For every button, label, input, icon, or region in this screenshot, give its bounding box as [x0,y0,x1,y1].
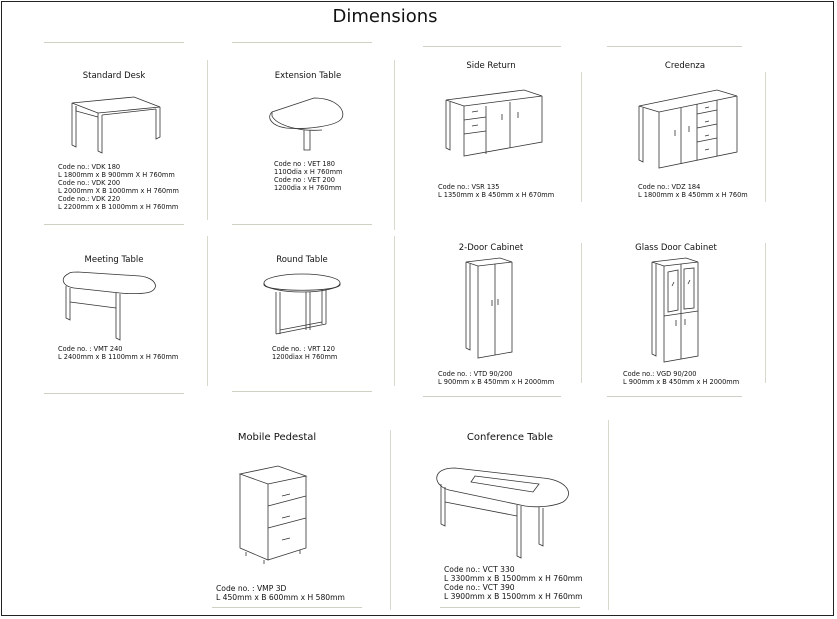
spec-list-side-return: Code no.: VSR 135 L 1350mm x B 450mm x H… [438,183,554,199]
spec-line: Code no. : VRT 120 [272,345,335,353]
side-return-illustration [444,86,544,158]
divider [44,393,184,394]
spec-line: L 2200mm x B 1000mm x H 760mm [58,203,179,212]
spec-list-extension-table: Code no : VET 180 110Odia x H 760mm Code… [274,160,342,192]
product-title-side-return: Side Return [466,61,516,71]
spec-line: L 900mm x B 450mm x H 2000mm [623,378,740,387]
spec-list-conference-table: Code no.: VCT 330 L 3300mm x B 1500mm x … [444,565,583,601]
spec-line: L 2000mm X B 1000mm x H 760mm [58,187,179,196]
divider [44,224,184,225]
divider [581,72,582,202]
spec-line: Code no : VET 180 [274,160,335,168]
spec-line: L 1800mm x B 450mm x H 760m [638,191,748,200]
spec-line: L 450mm x B 600mm x H 580mm [216,593,345,602]
extension-table-illustration [266,94,348,152]
conference-table-illustration [435,464,575,560]
divider [232,224,372,225]
divider [607,46,742,47]
divider [394,236,395,386]
product-title-extension-table: Extension Table [274,71,342,81]
spec-line: L 1800mm x B 900mm X H 760mm [58,171,175,180]
spec-line: L 900mm x B 450mm x H 2000mm [438,378,555,387]
divider [423,46,561,47]
spec-line: 1200diax H 760mm [272,353,338,362]
spec-list-two-door-cabinet: Code no. : VTD 90/200 L 900mm x B 450mm … [438,370,554,386]
divider [440,607,580,608]
spec-line: Code no.: VDK 200 [58,179,121,188]
spec-line: Code no.: VCT 330 [444,565,515,574]
divider [608,420,609,610]
spec-line: 1200dia x H 760mm [274,184,342,193]
spec-line: Code no.: VDK 180 [58,163,121,171]
spec-list-credenza: Code no.: VDZ 184 L 1800mm x B 450mm x H… [638,183,748,199]
spec-line: L 2400mm x B 1100mm x H 760mm [58,353,179,362]
divider [232,42,372,43]
divider [207,60,208,220]
spec-list-meeting-table: Code no. : VMT 240 L 2400mm x B 1100mm x… [58,345,178,361]
spec-list-standard-desk: Code no.: VDK 180 L 1800mm x B 900mm X H… [58,163,179,212]
spec-line: L 3300mm x B 1500mm x H 760mm [444,574,583,583]
spec-line: Code no : VET 200 [274,176,335,185]
glass-door-cabinet-illustration [650,256,702,364]
meeting-table-illustration [60,268,160,340]
product-title-glass-door-cabinet: Glass Door Cabinet [635,243,717,253]
page-title: Dimensions [332,6,438,27]
spec-list-glass-door-cabinet: Code no.: VGD 90/200 L 900mm x B 450mm x… [623,370,739,386]
product-title-two-door-cabinet: 2-Door Cabinet [458,243,524,253]
product-title-standard-desk: Standard Desk [82,71,146,81]
spec-list-round-table: Code no. : VRT 120 1200diax H 760mm [272,345,337,361]
spec-line: Code no.: VSR 135 [438,183,500,191]
divider [423,396,561,397]
spec-line: 110Odia x H 760mm [274,168,343,177]
spec-line: Code no.: VDK 220 [58,195,121,204]
divider [581,243,582,383]
spec-line: L 1350mm x B 450mm x H 670mm [438,191,555,200]
spec-list-mobile-pedestal: Code no. : VMP 3D L 450mm x B 600mm x H … [216,584,345,602]
divider [212,607,362,608]
spec-line: Code no. : VMP 3D [216,584,287,593]
divider [207,236,208,386]
product-title-credenza: Credenza [664,61,706,71]
product-title-mobile-pedestal: Mobile Pedestal [237,432,317,443]
product-title-meeting-table: Meeting Table [84,255,144,265]
spec-line: L 3900mm x B 1500mm x H 760mm [444,592,583,601]
spec-line: Code no.: VDZ 184 [638,183,701,191]
divider [394,60,395,230]
two-door-cabinet-illustration [464,256,516,360]
divider [390,430,391,610]
divider [765,72,766,202]
product-title-round-table: Round Table [276,255,328,265]
divider [765,243,766,383]
product-title-conference-table: Conference Table [466,432,554,443]
spec-line: Code no.: VGD 90/200 [623,370,697,378]
spec-line: Code no.: VCT 390 [444,583,515,592]
divider [607,396,742,397]
divider [44,42,184,43]
divider [232,391,372,392]
round-table-illustration [262,272,344,340]
spec-line: Code no. : VMT 240 [58,345,123,353]
standard-desk-illustration [68,93,163,155]
credenza-illustration [637,86,739,170]
spec-line: Code no. : VTD 90/200 [438,370,513,378]
mobile-pedestal-illustration [238,462,310,566]
